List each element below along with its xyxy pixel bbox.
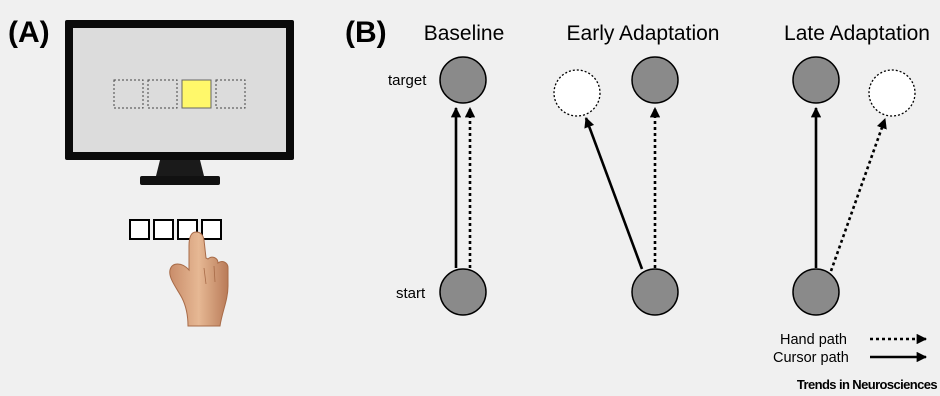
monitor-illustration [65,20,294,185]
late-target-circle [792,56,840,104]
column-title-early-adaptation: Early Adaptation [567,22,720,45]
late-hand-path [829,118,887,272]
baseline-diagram [439,56,487,316]
pointing-hand-illustration [169,231,229,327]
monitor-screen [73,28,286,152]
early-cursor-path [584,117,644,270]
early-start-circle [631,268,679,316]
screen-square-2 [147,79,178,109]
panel-a-label: (A) [8,16,50,49]
late-displaced-target-circle [868,69,916,117]
late-start-circle [792,268,840,316]
screen-square-1 [113,79,144,109]
journal-credit: Trends in Neurosciences [797,377,937,392]
screen-square-highlighted [181,79,212,109]
response-keys [129,219,222,240]
key-4 [201,219,222,240]
late-adaptation-diagram [792,56,916,316]
early-adaptation-diagram [553,56,679,316]
target-label: target [388,72,427,89]
baseline-start-circle [439,268,487,316]
early-target-circle [631,56,679,104]
early-displaced-target-circle [553,69,601,117]
legend: Hand path Cursor path [773,332,928,366]
monitor-base [140,176,220,185]
key-1 [129,219,150,240]
legend-cursor-path-label: Cursor path [773,350,849,366]
screen-square-4 [215,79,246,109]
column-title-late-adaptation: Late Adaptation [784,22,930,45]
key-2 [153,219,174,240]
start-label: start [396,285,426,302]
legend-hand-path-label: Hand path [780,332,847,348]
panel-b-label: (B) [345,16,387,49]
monitor-stand [156,160,204,176]
baseline-target-circle [439,56,487,104]
column-title-baseline: Baseline [424,22,505,45]
